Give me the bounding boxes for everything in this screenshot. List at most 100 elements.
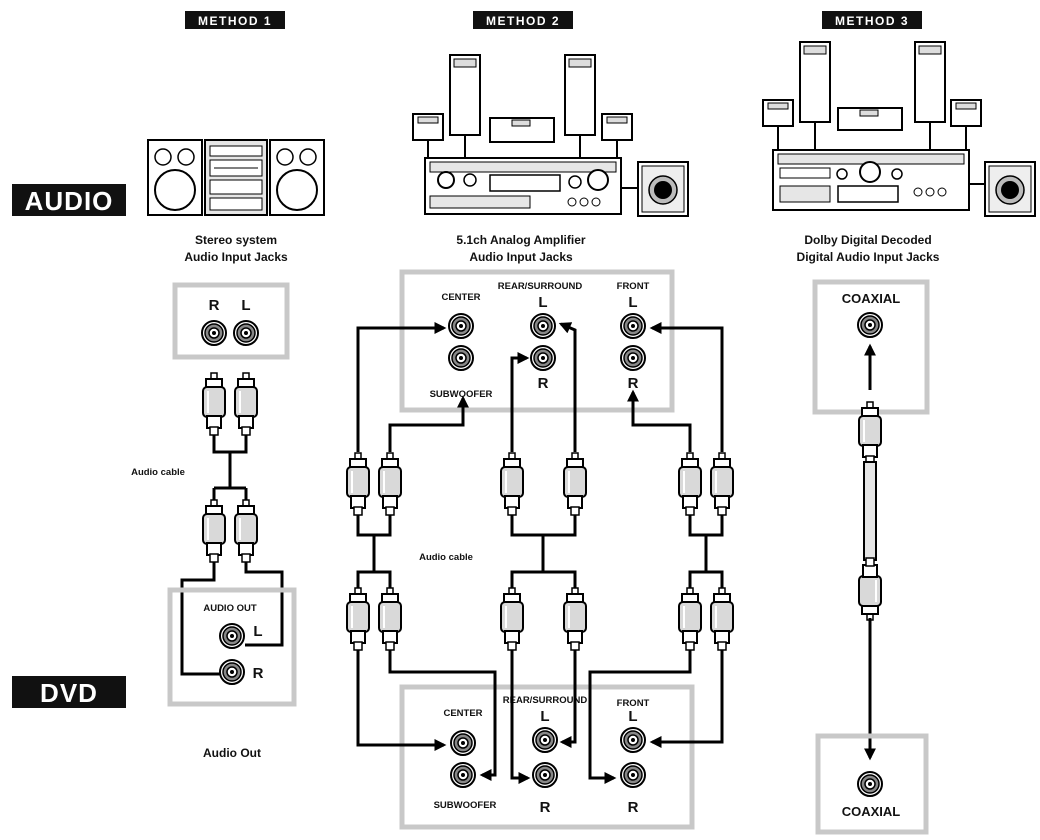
dvd-wire-subwoofer [388,650,497,781]
dvd-rear-r-label: R [540,799,551,816]
m2-plug-top-6[interactable] [710,452,734,516]
m2-plug-top-1[interactable] [346,452,370,516]
amp-rear-l-label: L [538,294,547,311]
m2-plug-bottom-5[interactable] [678,587,702,651]
wire-to-rear-l [558,322,577,452]
audio-side-label: AUDIO [12,184,126,216]
wire-to-front-l [649,322,724,452]
m2-plug-bottom-4[interactable] [563,587,587,651]
m2-plug-bottom-2[interactable] [378,587,402,651]
dvd-rear-r-jack[interactable] [532,762,558,788]
amp-front-r-label: R [628,375,639,392]
dvd-rear-l-jack[interactable] [532,727,558,753]
m1-audio-out-title: AUDIO OUT [203,603,257,614]
amp-front-l-label: L [628,294,637,311]
stereo-system-illustration [147,139,325,216]
amp-rear-label: REAR/SURROUND [498,281,583,292]
amp-front-l-jack[interactable] [620,313,646,339]
dvd-front-l-jack[interactable] [620,727,646,753]
coaxial-top-label: COAXIAL [842,291,901,306]
dvd-rear-label: REAR/SURROUND [503,695,588,706]
amp-front-r-jack[interactable] [620,345,646,371]
coaxial-bottom-label: COAXIAL [842,804,901,819]
m2-cable-join-1 [356,515,392,588]
amp-rear-r-label: R [538,375,549,392]
m1-out-jack-l[interactable] [219,623,245,649]
m2-cable-label: Audio cable [419,552,473,563]
m2-plug-top-3[interactable] [500,452,524,516]
stereo-jack-r-label: R [209,297,220,314]
m1-out-jack-r[interactable] [219,659,245,685]
dvd-front-r-jack[interactable] [620,762,646,788]
dvd-subwoofer-jack[interactable] [450,762,476,788]
method2-caption-line2: Audio Input Jacks [469,250,573,264]
m1-cable-label: Audio cable [131,467,185,478]
m2-cable-join-3 [688,515,724,588]
amp-rear-r-jack[interactable] [530,345,556,371]
m2-plug-top-5[interactable] [678,452,702,516]
m2-plug-top-2[interactable] [378,452,402,516]
m1-bottom-caption: Audio Out [203,746,261,760]
m1-plug-top-l[interactable] [234,372,258,436]
stereo-audio-out-panel [167,587,297,707]
svg-text:METHOD 2: METHOD 2 [486,14,560,28]
dvd-wire-center [356,650,447,751]
m1-out-r-label: R [253,665,264,682]
method3-caption-line1: Dolby Digital Decoded [804,233,931,247]
svg-text:METHOD 1: METHOD 1 [198,14,272,28]
method2-caption-line1: 5.1ch Analog Amplifier [456,233,585,247]
stereo-input-panel [172,282,290,360]
amp-subwoofer-jack[interactable] [448,345,474,371]
stereo-jack-l[interactable] [233,320,259,346]
stereo-jack-r[interactable] [201,320,227,346]
dvd-subwoofer-label: SUBWOOFER [434,800,497,811]
coaxial-plug-bottom[interactable] [858,557,882,621]
m2-plug-top-4[interactable] [563,452,587,516]
method-1-badge: METHOD 1 [185,11,285,29]
method3-caption-line2: Digital Audio Input Jacks [797,250,940,264]
amplifier-51-illustration [412,54,689,217]
m2-cable-join-2 [510,515,577,588]
m1-plug-top-r[interactable] [202,372,226,436]
wire-to-subwoofer [388,395,469,452]
svg-text:METHOD 3: METHOD 3 [835,14,909,28]
dvd-front-label: FRONT [617,698,650,709]
amplifier-input-panel [399,269,675,413]
dvd-wire-rear-l [559,650,577,748]
stereo-jack-l-label: L [241,297,250,314]
m1-out-wires [180,562,284,676]
dvd-wire-front-l [649,650,724,748]
m1-out-l-label: L [253,623,262,640]
dvd-51-output-panel [399,684,695,830]
m1-plug-bottom-r[interactable] [202,499,226,563]
coaxial-output-panel [815,733,929,835]
wire-to-center [356,322,447,452]
coaxial-cable [863,461,877,561]
wire-to-front-r [627,389,692,452]
amp-front-label: FRONT [617,281,650,292]
amp-center-label: CENTER [441,292,480,303]
m1-plug-bottom-l[interactable] [234,499,258,563]
method1-caption-line1: Stereo system [195,233,277,247]
coaxial-output-jack[interactable] [857,771,883,797]
dvd-side-label: DVD [12,676,126,708]
amp-subwoofer-label: SUBWOOFER [430,389,493,400]
dvd-wire-front-r [588,650,692,784]
dvd-wire-rear-r [510,650,531,784]
amp-center-jack[interactable] [448,313,474,339]
dvd-center-label: CENTER [443,708,482,719]
m1-cable-wire [212,435,248,500]
svg-text:AUDIO: AUDIO [25,186,114,216]
coaxial-plug-top[interactable] [858,401,882,465]
m2-plug-bottom-3[interactable] [500,587,524,651]
m2-plug-bottom-6[interactable] [710,587,734,651]
m2-plug-bottom-1[interactable] [346,587,370,651]
amp-rear-l-jack[interactable] [530,313,556,339]
dvd-rear-l-label: L [540,708,549,725]
dvd-center-jack[interactable] [450,730,476,756]
coaxial-input-jack[interactable] [857,312,883,338]
wire-to-rear-r [510,352,530,452]
dvd-front-l-label: L [628,708,637,725]
method-2-badge: METHOD 2 [473,11,573,29]
